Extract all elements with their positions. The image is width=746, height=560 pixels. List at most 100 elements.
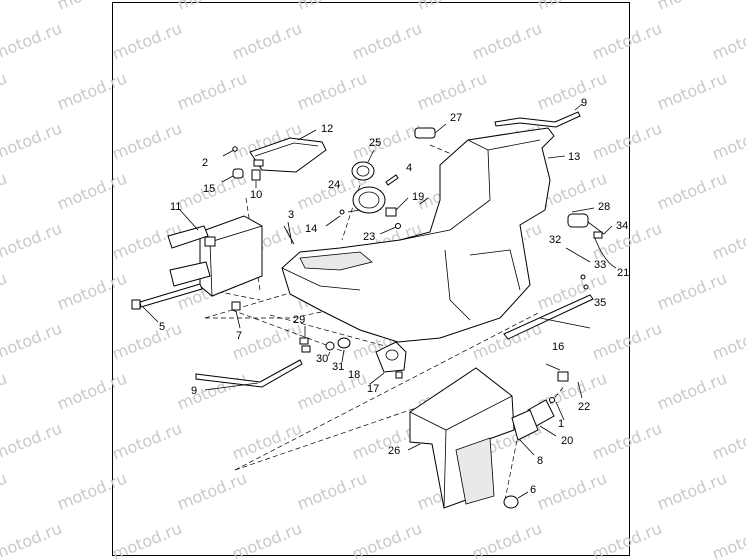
watermark-text: motod.ru [54,0,129,14]
part-32-rod [565,247,591,263]
part-6-grommet [503,495,519,509]
watermark-text: motod.ru [709,419,746,464]
callout-10: 10 [250,189,262,201]
part-9-trim-strip-top [494,103,583,128]
callout-20: 20 [561,435,573,447]
watermark-text: motod.ru [54,469,129,514]
watermark-text: motod.ru [109,19,184,64]
callout-23: 23 [363,231,375,243]
watermark-text: motod.ru [229,19,304,64]
watermark-text: motod.ru [654,69,729,114]
part-5-bolt [131,283,203,323]
part-21-harness [593,231,617,269]
callout-16: 16 [552,341,564,353]
watermark-text: motod.ru [414,69,489,114]
part-25-gauge-ring [351,149,375,181]
watermark-text: motod.ru [349,19,424,64]
callout-26: 26 [388,445,400,457]
watermark-text: motod.ru [589,319,664,364]
watermark-text: motod.ru [534,469,609,514]
part-12-top-cover [249,137,327,173]
callout-21: 21 [617,267,629,279]
part-30-grommet [325,341,335,351]
diagram-frame [112,2,630,556]
watermark-text: motod.ru [0,419,65,464]
watermark-text: motod.ru [174,369,249,414]
callout-5: 5 [159,321,165,333]
watermark-text: motod.ru [109,119,184,164]
callout-28: 28 [598,201,610,213]
watermark-text: motod.ru [349,519,424,560]
part-16-trim-strip-lower [503,294,594,340]
part-24-gauge-body [352,186,386,214]
part-14-screw [325,209,345,227]
watermark-text: motod.ru [589,419,664,464]
callout-29: 29 [293,314,305,326]
part-4-pin [385,174,399,186]
watermark-text: motod.ru [54,169,129,214]
callout-11: 11 [170,201,181,213]
part-18-mount [375,341,407,373]
watermark-text: motod.ru [0,0,10,14]
callout-18: 18 [348,369,360,381]
callout-24: 24 [328,179,340,191]
callout-4: 4 [406,162,412,174]
watermark-text: motod.ru [0,19,65,64]
watermark-text: motod.ru [709,319,746,364]
watermark-text: motod.ru [709,119,746,164]
callout-1: 1 [558,418,564,430]
watermark-text: motod.ru [229,419,304,464]
callout-31: 31 [332,361,344,373]
callout-9: 9 [191,385,197,397]
callout-34: 34 [616,220,628,232]
watermark-text: motod.ru [54,269,129,314]
watermark-text: motod.ru [589,119,664,164]
watermark-text: motod.ru [654,369,729,414]
part-13-fairing [281,127,555,343]
part-29-nuts [299,337,311,353]
watermark-text: motod.ru [534,0,609,14]
watermark-text: motod.ru [709,219,746,264]
watermark-text: motod.ru [0,319,65,364]
callout-2: 2 [202,157,208,169]
part-27-switch [414,123,447,139]
watermark-text: motod.ru [294,69,369,114]
watermark-text: motod.ru [174,469,249,514]
callout-leader-lines [204,129,595,499]
part-33-screw [580,274,586,280]
watermark-text: motod.ru [589,519,664,560]
part-11-bracket-housing [167,209,263,297]
part-15-grommet [221,168,244,183]
watermark-text: motod.ru [109,319,184,364]
watermark-text: motod.ru [294,469,369,514]
watermark-text: motod.ru [349,119,424,164]
watermark-text: motod.ru [174,0,249,14]
watermark-text: motod.ru [709,19,746,64]
callout-13: 13 [568,151,580,163]
part-9-trim-strip-lower [195,359,303,388]
watermark-text: motod.ru [709,519,746,560]
callout-3: 3 [288,209,294,221]
callout-12: 12 [321,123,333,135]
part-23-screw [379,223,401,235]
watermark-text: motod.ru [654,269,729,314]
watermark-text: motod.ru [0,119,65,164]
part-22-clip [557,371,569,382]
watermark-text: motod.ru [294,0,369,14]
part-3-stud [283,221,295,245]
watermark-text: motod.ru [0,269,10,314]
watermark-text: motod.ru [654,169,729,214]
callout-8: 8 [537,455,543,467]
part-7-nut [231,301,241,329]
callout-17: 17 [367,383,379,395]
part-34-wire [587,221,613,235]
watermark-text: motod.ru [654,0,729,14]
watermark-text: motod.ru [654,469,729,514]
watermark-text: motod.ru [0,369,10,414]
part-8-module [511,409,539,441]
watermark-text: motod.ru [0,469,10,514]
callout-6: 6 [530,484,536,496]
watermark-text: motod.ru [54,69,129,114]
part-26-lower-bracket [409,367,515,509]
